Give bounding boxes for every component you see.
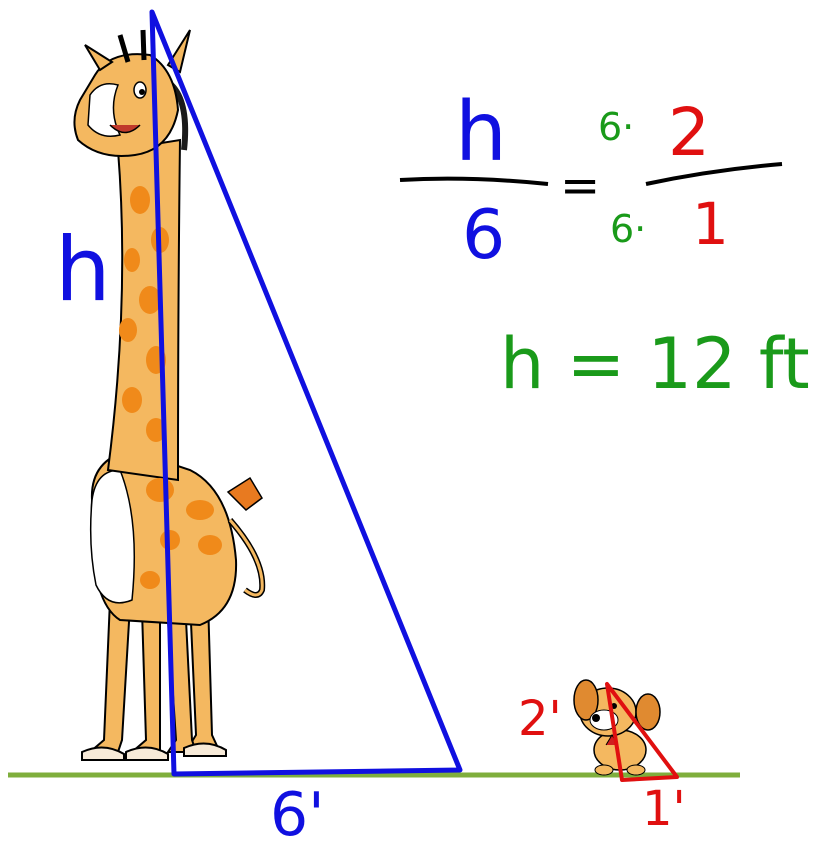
proportion-right-fraction-bar (645, 162, 783, 186)
giraffe-height-label: h (55, 218, 111, 321)
dog-similar-triangle (605, 682, 679, 782)
proportion-left-numerator: h (455, 85, 507, 180)
proportion-equals-sign: = (560, 158, 600, 214)
giraffe-similar-triangle (149, 9, 463, 777)
proportion-right-denominator-value: 1 (692, 190, 729, 258)
proportion-right-numerator-value: 2 (668, 94, 710, 171)
proportion-left-denominator: 6 (462, 196, 505, 275)
dog-illustration (573, 679, 661, 776)
giraffe-shadow-label: 6' (270, 780, 325, 841)
proportion-right-numerator-factor: 6· (598, 105, 634, 149)
dog-height-label: 2' (518, 691, 562, 747)
proportion-right-denominator-factor: 6· (610, 207, 646, 251)
answer-text: h = 12 ft (500, 323, 810, 405)
dog-shadow-label: 1' (642, 781, 686, 837)
proportion-equation: h 6 = 6· 2 6· 1 (399, 85, 783, 275)
proportion-left-fraction-bar (399, 176, 549, 186)
